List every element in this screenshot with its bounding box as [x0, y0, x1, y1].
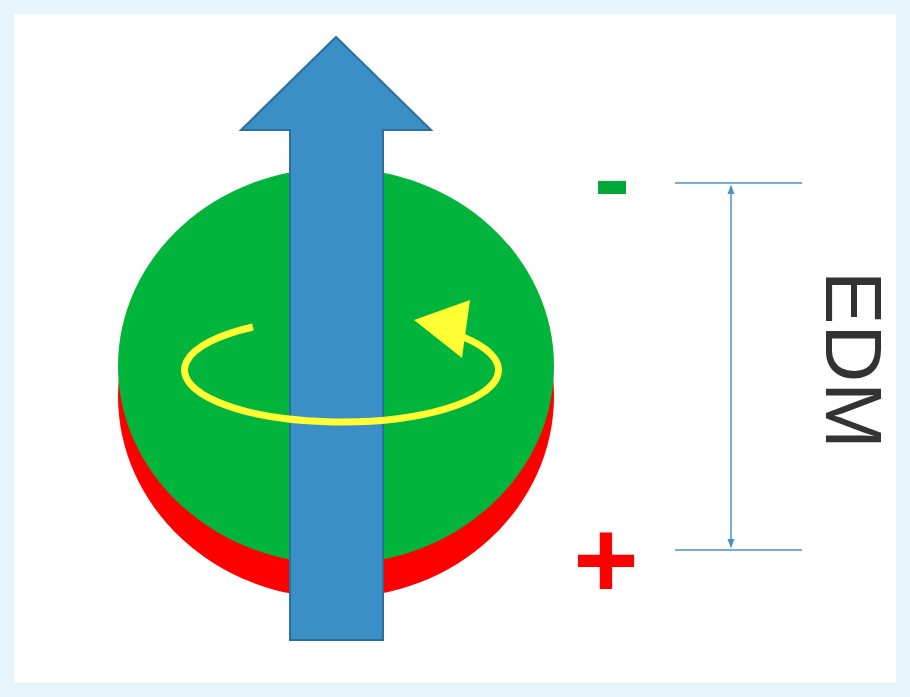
charge-sign: + — [573, 504, 638, 616]
dimension-arrow — [730, 186, 732, 547]
bracket-line — [675, 549, 802, 551]
charge-sign: - — [594, 123, 631, 233]
panel — [14, 14, 896, 683]
bracket-line — [675, 182, 802, 184]
dimension-label: EDM — [813, 271, 893, 449]
spin-arrow — [241, 37, 431, 640]
rotation-arrowhead — [414, 300, 470, 358]
